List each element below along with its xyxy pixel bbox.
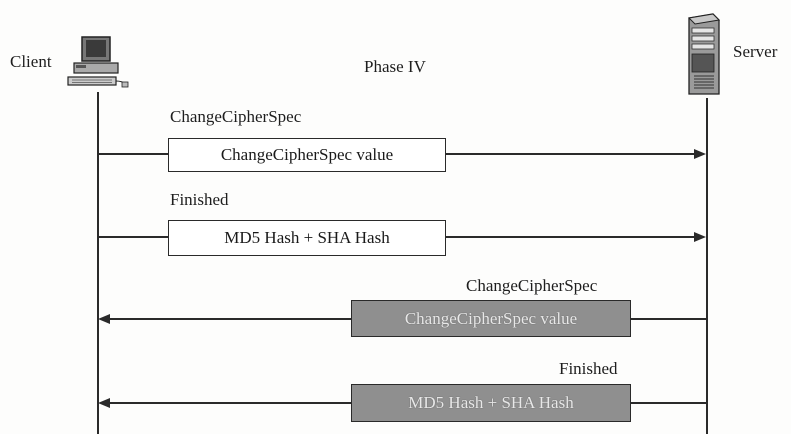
server-tower-icon	[687, 13, 721, 95]
message-label: Finished	[559, 359, 618, 378]
message-label: ChangeCipherSpec	[170, 107, 302, 126]
arrowhead-left-icon	[98, 314, 110, 324]
message-box-shaded: MD5 Hash + SHA Hash	[351, 384, 631, 422]
message-label: ChangeCipherSpec	[466, 276, 598, 295]
arrowhead-right-icon	[694, 149, 706, 159]
message-label: Finished	[170, 190, 229, 209]
phase-title: Phase IV	[364, 57, 426, 76]
message-box: ChangeCipherSpec value	[168, 138, 446, 172]
client-label: Client	[10, 52, 52, 71]
message-box: MD5 Hash + SHA Hash	[168, 220, 446, 256]
client-lifeline	[97, 92, 99, 434]
server-lifeline	[706, 98, 708, 434]
arrowhead-right-icon	[694, 232, 706, 242]
server-label: Server	[733, 42, 778, 61]
arrowhead-left-icon	[98, 398, 110, 408]
desktop-computer-icon	[67, 36, 129, 88]
message-box-shaded: ChangeCipherSpec value	[351, 300, 631, 337]
